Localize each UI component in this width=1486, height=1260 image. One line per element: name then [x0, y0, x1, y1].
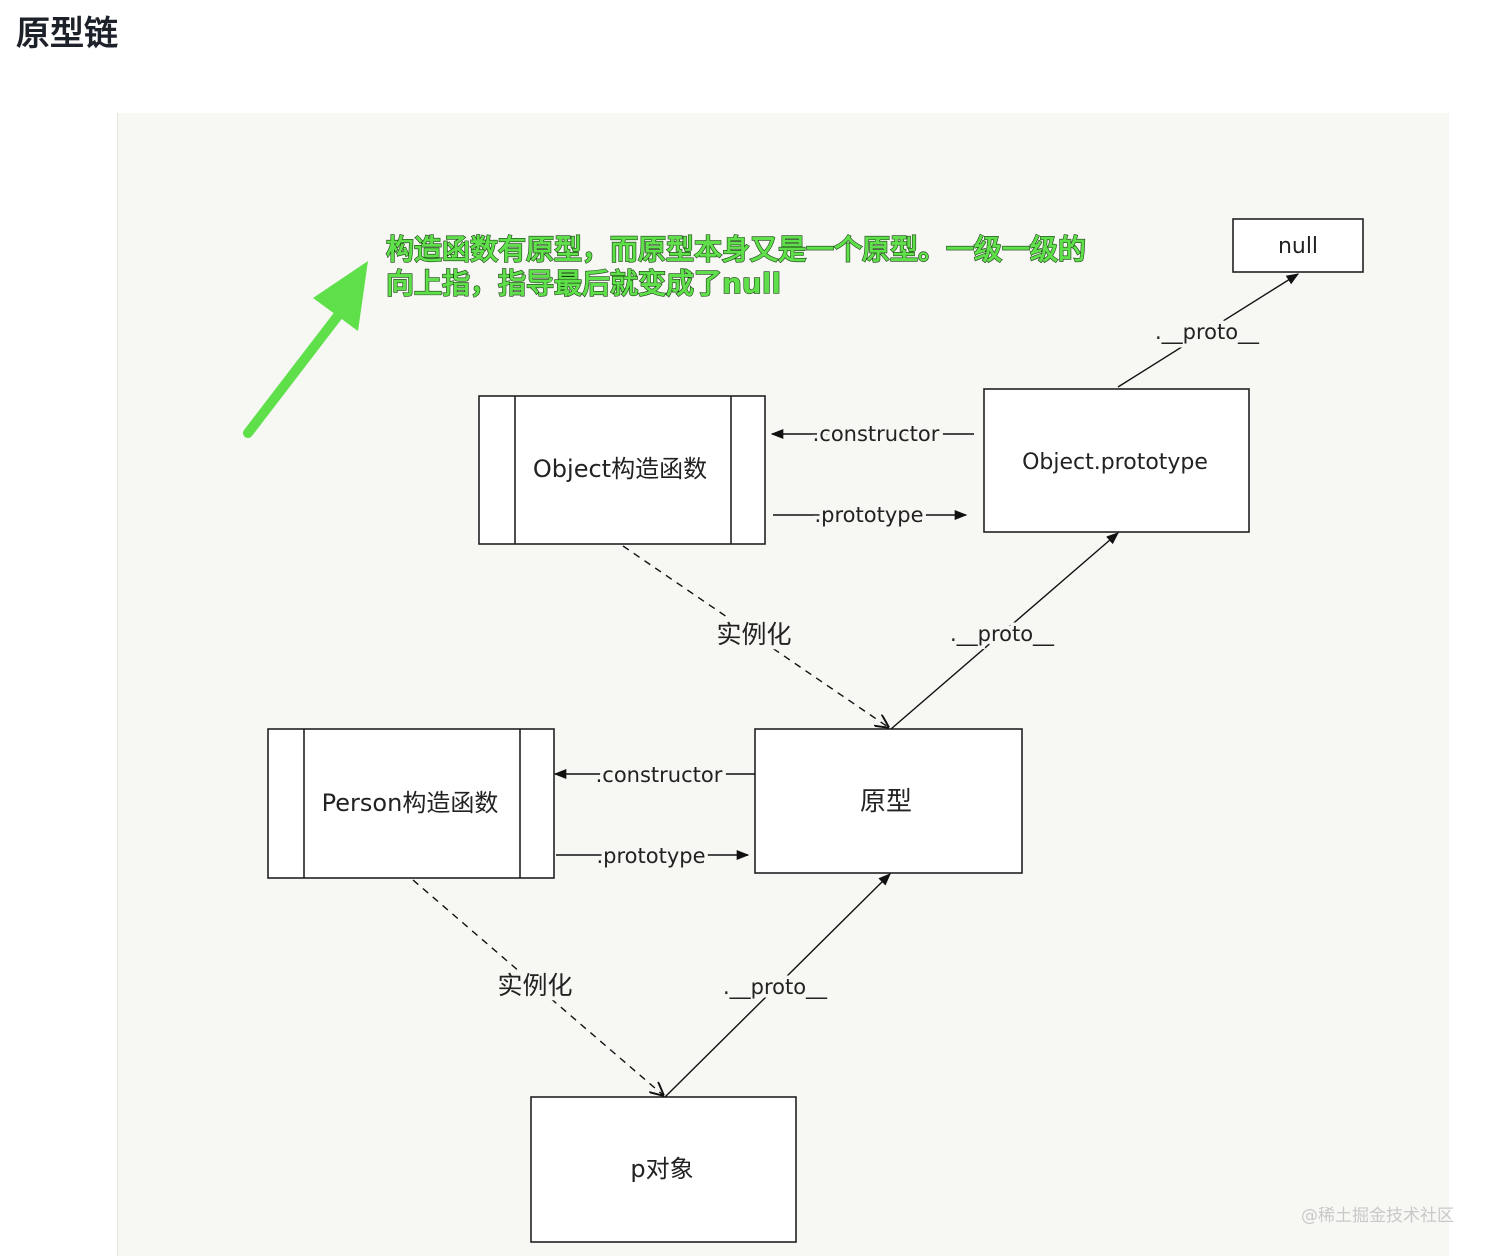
annotation-line-2: 向上指，指导最后就变成了null [386, 267, 781, 300]
prototype-chain-diagram: 构造函数有原型，而原型本身又是一个原型。一级一级的 向上指，指导最后就变成了nu… [117, 113, 1449, 1256]
node-prototype: 原型 [754, 728, 1023, 874]
page-title: 原型链 [16, 14, 118, 54]
edge-instantiate-bottom-label: 实例化 [497, 971, 572, 1000]
green-arrow-icon [243, 261, 368, 438]
node-object-prototype: Object.prototype [983, 388, 1250, 533]
edge-proto-mid-label: .__proto__ [950, 622, 1055, 647]
edge-instantiate-top-label: 实例化 [716, 620, 791, 649]
edge-instantiate-top [622, 545, 888, 727]
edge-proto-bottom [664, 873, 891, 1098]
edge-constructor-mid-label: .constructor [596, 763, 723, 787]
node-person-constructor: Person构造函数 [267, 728, 555, 879]
annotation-line-1: 构造函数有原型，而原型本身又是一个原型。一级一级的 [386, 233, 1086, 266]
edge-proto-top [1117, 273, 1300, 388]
node-p-object: p对象 [530, 1096, 797, 1243]
edge-prototype-mid-label: .prototype [596, 844, 705, 868]
edge-constructor-top-label: .constructor [813, 422, 940, 446]
node-prototype-label: 原型 [860, 787, 912, 817]
node-person-constructor-label: Person构造函数 [322, 789, 499, 817]
node-p-object-label: p对象 [630, 1155, 693, 1183]
node-object-constructor: Object构造函数 [478, 395, 766, 545]
edge-proto-mid [890, 532, 1119, 730]
node-object-constructor-label: Object构造函数 [533, 455, 707, 483]
node-null: null [1232, 218, 1364, 273]
edge-proto-top-label: .__proto__ [1155, 320, 1260, 345]
node-null-label: null [1278, 234, 1318, 259]
node-object-prototype-label: Object.prototype [1022, 450, 1208, 475]
edge-instantiate-bottom [412, 879, 663, 1095]
watermark: @稀土掘金技术社区 [1301, 1206, 1454, 1226]
edge-prototype-top-label: .prototype [814, 503, 923, 527]
edge-proto-bottom-label: .__proto__ [723, 975, 828, 1000]
